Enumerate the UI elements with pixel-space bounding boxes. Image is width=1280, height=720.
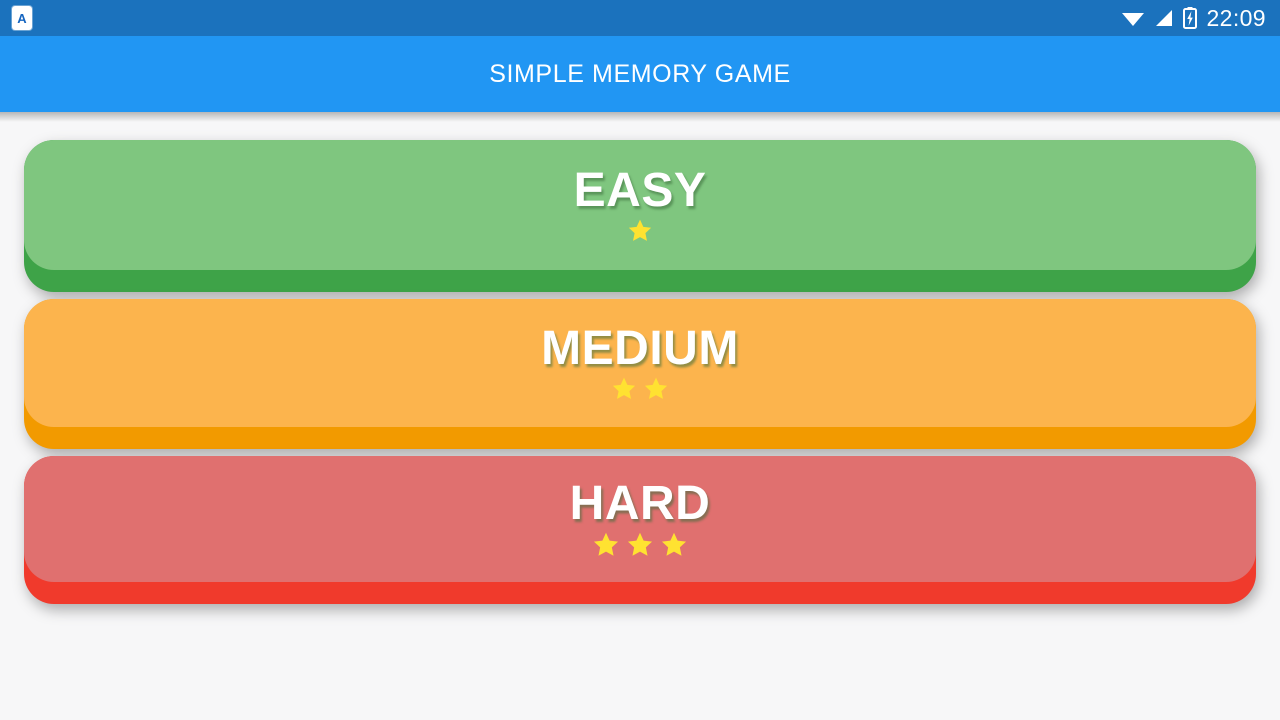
status-bar-right-group: 22:09 <box>1121 5 1266 32</box>
star-icon <box>628 220 652 242</box>
difficulty-label-easy: EASY <box>573 163 707 217</box>
app-icon-letter: A <box>17 10 27 26</box>
star-icon <box>661 533 687 557</box>
star-rating-hard <box>592 531 688 558</box>
difficulty-level-list: EASY MEDIUM HARD <box>0 122 1280 604</box>
difficulty-label-hard: HARD <box>569 476 711 530</box>
app-bar-title: SIMPLE MEMORY GAME <box>489 59 791 88</box>
wifi-icon <box>1122 13 1145 26</box>
button-face-easy: EASY <box>24 140 1256 270</box>
difficulty-button-easy[interactable]: EASY <box>24 140 1256 292</box>
difficulty-label-medium: MEDIUM <box>541 321 739 375</box>
status-bar: A 22:09 <box>0 0 1280 36</box>
difficulty-button-hard[interactable]: HARD <box>24 456 1256 604</box>
app-bar: SIMPLE MEMORY GAME <box>0 36 1280 112</box>
star-rating-medium <box>611 376 669 401</box>
app-bar-shadow <box>0 112 1280 122</box>
star-icon <box>593 533 619 557</box>
status-bar-clock: 22:09 <box>1206 4 1266 31</box>
difficulty-button-medium[interactable]: MEDIUM <box>24 299 1256 449</box>
star-rating-easy <box>627 218 653 243</box>
button-face-medium: MEDIUM <box>24 299 1256 427</box>
button-face-hard: HARD <box>24 456 1256 582</box>
star-icon <box>627 533 653 557</box>
star-icon <box>644 378 668 400</box>
battery-charging-icon <box>1183 7 1198 29</box>
star-icon <box>612 378 636 400</box>
app-notification-icon: A <box>12 6 32 30</box>
cell-signal-icon <box>1156 10 1173 26</box>
